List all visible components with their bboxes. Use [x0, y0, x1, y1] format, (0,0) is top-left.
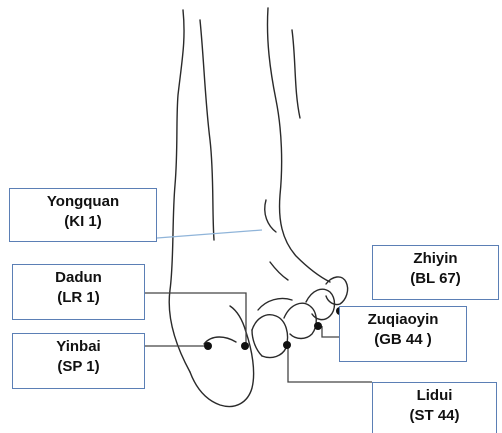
dadun-label-box: Dadun (LR 1): [12, 264, 145, 320]
lidui-code: (ST 44): [373, 406, 496, 426]
zhiyin-name: Zhiyin: [373, 249, 498, 269]
lidui-name: Lidui: [373, 386, 496, 406]
yongquan-name: Yongquan: [10, 192, 156, 212]
dadun-code: (LR 1): [13, 288, 144, 308]
zuqiaoyin-leader: [322, 326, 339, 337]
yinbai-point: [204, 342, 212, 350]
dadun-leader: [145, 293, 246, 346]
zuqiaoyin-label-box: Zuqiaoyin (GB 44 ): [339, 306, 467, 362]
acupoints: [204, 307, 344, 350]
zuqiaoyin-point: [314, 322, 322, 330]
yongquan-label-box: Yongquan (KI 1): [9, 188, 157, 242]
lidui-point: [283, 341, 291, 349]
zuqiaoyin-name: Zuqiaoyin: [340, 310, 466, 330]
lidui-label-box: Lidui (ST 44): [372, 382, 497, 433]
zhiyin-code: (BL 67): [373, 269, 498, 289]
yinbai-label-box: Yinbai (SP 1): [12, 333, 145, 389]
dadun-name: Dadun: [13, 268, 144, 288]
zhiyin-label-box: Zhiyin (BL 67): [372, 245, 499, 300]
dadun-point: [241, 342, 249, 350]
zuqiaoyin-code: (GB 44 ): [340, 330, 466, 350]
yinbai-name: Yinbai: [13, 337, 144, 357]
foot-outline: [169, 8, 347, 406]
yinbai-code: (SP 1): [13, 357, 144, 377]
leader-lines: [145, 230, 372, 382]
yongquan-code: (KI 1): [10, 212, 156, 232]
